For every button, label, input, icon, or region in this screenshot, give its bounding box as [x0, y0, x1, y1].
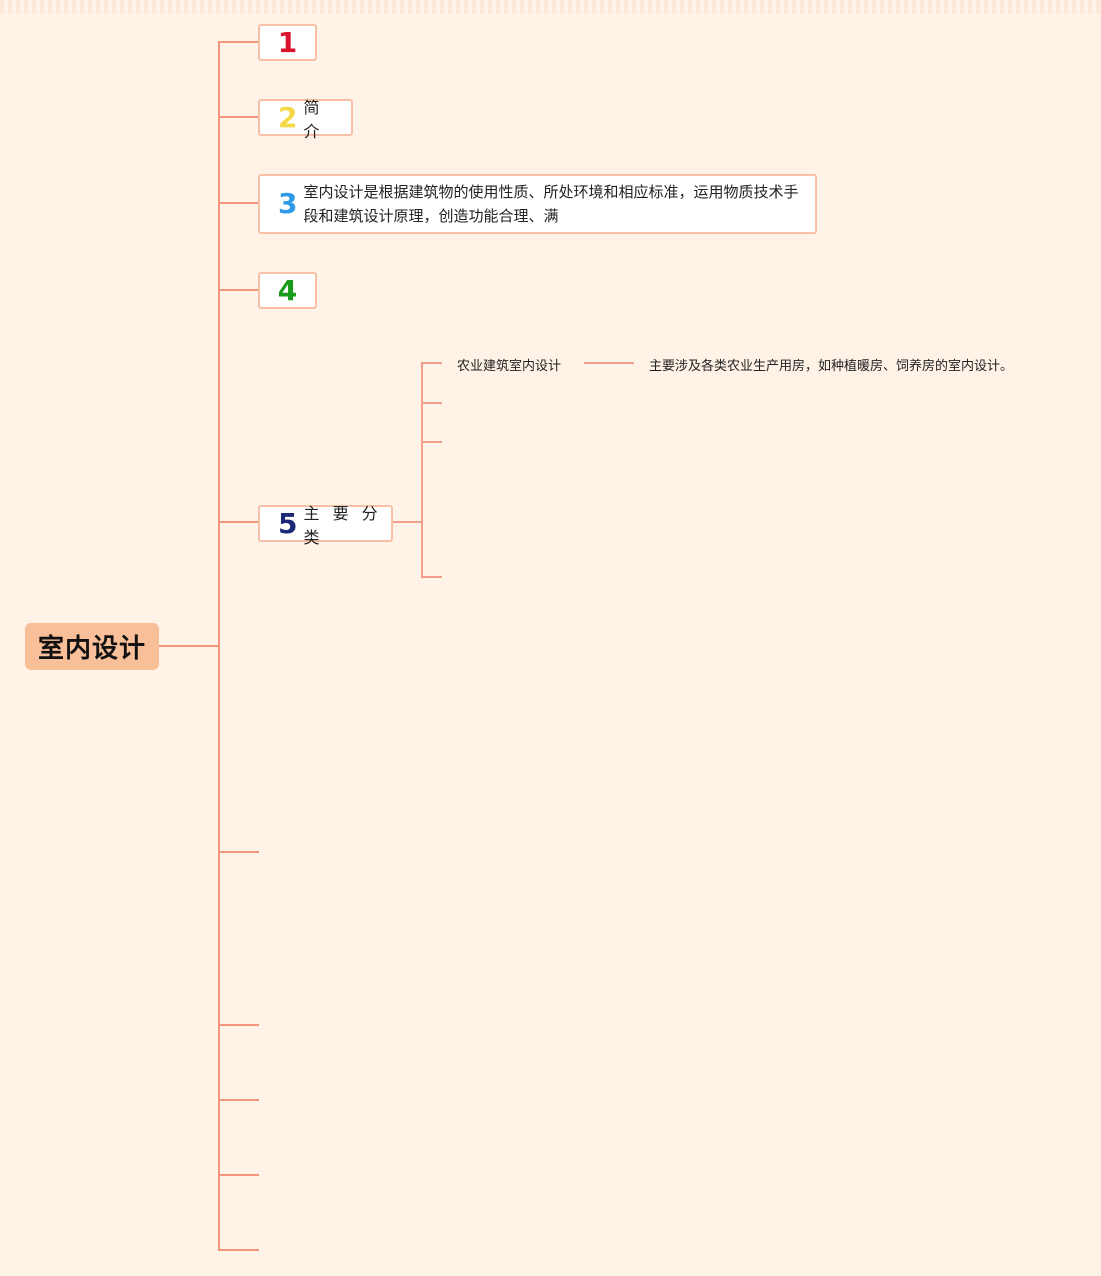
subtree-stub — [421, 362, 442, 364]
branch-stub — [218, 41, 259, 43]
branch-3-text: 室内设计是根据建筑物的使用性质、所处环境和相应标准，运用物质技术手段和建筑设计原… — [303, 183, 799, 225]
number-5-badge: 5 — [278, 506, 298, 540]
branch-5-label: 主 要 分 类 — [303, 503, 382, 547]
branch-stub — [218, 1024, 259, 1026]
root-connector — [159, 645, 219, 647]
branch-stub — [218, 289, 259, 291]
subtree-stub — [421, 576, 442, 578]
branch-stub — [218, 1249, 259, 1251]
branch-2-node[interactable]: 2 简 介 — [258, 98, 353, 141]
branch-3-node[interactable]: 3 室内设计是根据建筑物的使用性质、所处环境和相应标准，运用物质技术手段和建筑设… — [258, 174, 817, 234]
number-2-badge: 2 — [278, 100, 298, 134]
leaf-connector — [584, 362, 634, 364]
branch-5-node[interactable]: 5 主 要 分 类 — [258, 504, 393, 547]
classification-item-detail[interactable]: 主要涉及各类农业生产用房，如种植暖房、饲养房的室内设计。 — [649, 359, 1014, 374]
branch-stub — [218, 851, 259, 853]
branch-stub — [218, 1174, 259, 1176]
classification-item-label[interactable]: 农业建筑室内设计 — [457, 359, 562, 374]
branch-stub — [218, 1099, 259, 1101]
main-trunk — [218, 42, 220, 1251]
branch-4-node[interactable]: 4 — [258, 272, 317, 309]
root-title: 室内设计 — [37, 634, 146, 664]
branch-2-label: 简 介 — [303, 97, 324, 141]
subtree-stub — [421, 441, 442, 443]
subtree-trunk — [421, 363, 423, 578]
number-4-badge: 4 — [277, 273, 298, 307]
subtree-connector — [393, 521, 422, 523]
subtree-stub — [421, 402, 442, 404]
top-band-decoration — [0, 0, 1101, 14]
root-topic[interactable]: 室内设计 — [25, 623, 159, 670]
branch-stub — [218, 202, 259, 204]
number-3-badge: 3 — [278, 187, 298, 220]
branch-stub — [218, 116, 259, 118]
branch-1-node[interactable]: 1 — [258, 24, 317, 61]
number-1-badge: 1 — [277, 25, 298, 59]
branch-stub — [218, 521, 259, 523]
